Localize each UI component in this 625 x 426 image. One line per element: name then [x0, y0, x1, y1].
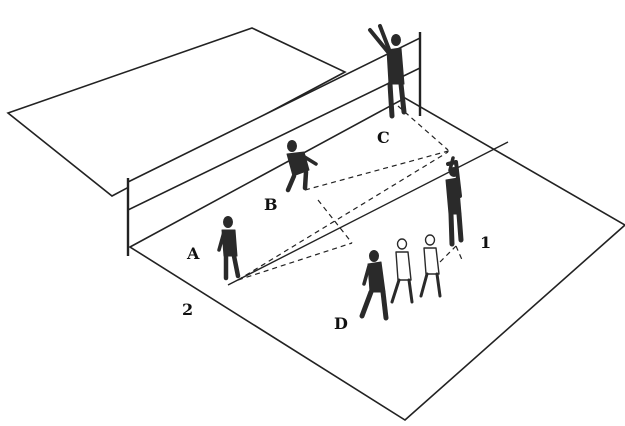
- player-d-3: [419, 234, 442, 298]
- path-player1-drop: [455, 245, 464, 263]
- player-a-figure: [217, 216, 241, 281]
- far-court-outline: [6, 27, 347, 197]
- label-player-b: B: [264, 195, 278, 214]
- player-d-group: [359, 234, 442, 321]
- path-b-to-c-zone: [304, 149, 453, 191]
- path-b-down: [317, 199, 353, 244]
- path-d-to-player1: [439, 245, 457, 263]
- player-d-1: [359, 250, 389, 321]
- net: [126, 32, 422, 256]
- near-court-outline: [128, 97, 625, 421]
- path-a-to-c-zone: [237, 151, 449, 281]
- label-position-2: 2: [182, 300, 194, 319]
- label-position-1: 1: [480, 233, 492, 252]
- label-player-c: C: [377, 128, 390, 147]
- label-player-d: D: [334, 314, 348, 333]
- attack-line: [227, 141, 509, 286]
- player-d-2: [390, 238, 414, 304]
- ball-paths: [237, 105, 464, 281]
- player-1-figure: [445, 156, 464, 247]
- player-b-figure: [285, 140, 318, 193]
- path-c-zone: [397, 105, 449, 151]
- label-player-a: A: [187, 244, 200, 263]
- path-a-to-d: [237, 242, 353, 281]
- net-band: [127, 36, 421, 212]
- player-c-figure: [368, 24, 407, 119]
